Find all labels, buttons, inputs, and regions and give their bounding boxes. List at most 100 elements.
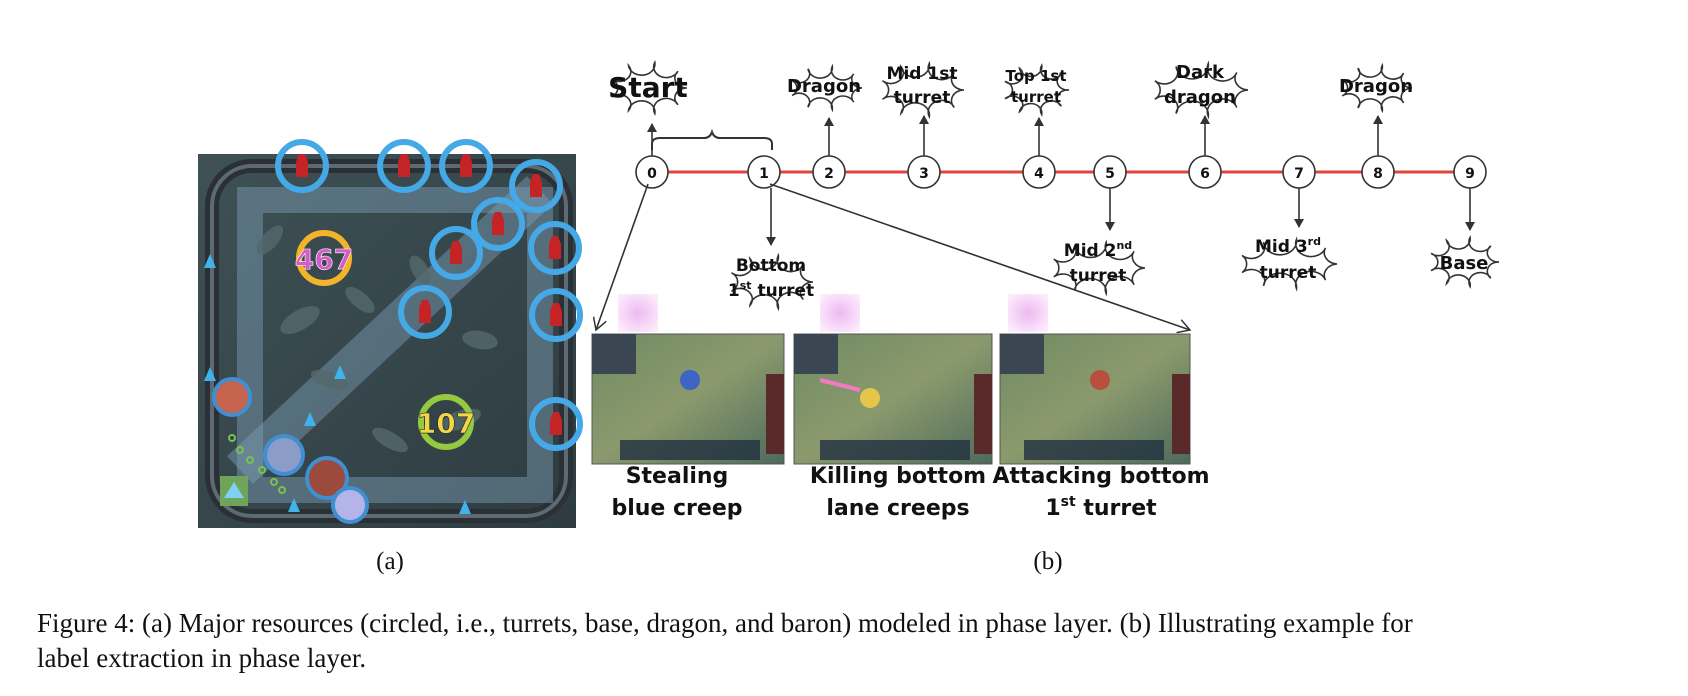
cloud-mid1-label-1: Mid 1st <box>887 64 958 84</box>
timer-circle-bottom <box>418 394 474 450</box>
turret-icon <box>450 241 462 264</box>
turret-icon <box>549 236 561 259</box>
minimap-ground <box>198 154 576 528</box>
cloud-mid1-label-2: turret <box>894 88 951 108</box>
cloud-labels: Start Dragon Mid 1st turret Top 1st turr… <box>608 62 1488 301</box>
event-cloud <box>791 63 863 113</box>
node-label: 2 <box>824 166 834 182</box>
timeline-node: 8 <box>1361 155 1395 189</box>
caption-line-1: Figure 4: (a) Major resources (circled, … <box>37 608 1413 638</box>
resource-circle <box>439 139 493 193</box>
shot1-label-2: blue creep <box>611 496 742 521</box>
cloud-bottom1-label-1: Bottom <box>736 256 806 276</box>
cloud-mid3-label-2: turret <box>1260 263 1317 283</box>
node-label: 4 <box>1034 166 1044 182</box>
node-label: 1 <box>759 166 769 182</box>
hero-avatar <box>212 377 252 417</box>
pink-marker <box>618 294 658 332</box>
turret-icon <box>492 212 504 235</box>
turret-icon <box>398 154 410 177</box>
resource-circle <box>275 139 329 193</box>
resource-circle <box>529 397 583 451</box>
panel-b-label: (b) <box>1033 548 1062 575</box>
shot3-label-1: Attacking bottom <box>992 464 1209 489</box>
event-clouds <box>610 59 1500 312</box>
event-cloud <box>1053 239 1146 297</box>
event-cloud <box>731 252 814 312</box>
resource-circle <box>471 197 525 251</box>
hero-avatar <box>305 456 349 500</box>
arrow-node1-to-shot3 <box>769 183 1190 330</box>
hero-path <box>228 434 286 494</box>
timeline-node: 3 <box>907 155 941 189</box>
cloud-mid2-label-2: turret <box>1070 266 1127 286</box>
resource-circle <box>429 226 483 280</box>
timeline-node: 5 <box>1093 155 1127 189</box>
node-label: 7 <box>1294 166 1304 182</box>
cloud-top1-label-2: turret <box>1011 88 1061 106</box>
cloud-start-label: Start <box>608 71 688 104</box>
turret-resource <box>429 226 483 280</box>
caption-line-2: label extraction in phase layer. <box>37 643 367 673</box>
shot3-label-2: 1st turret <box>1045 494 1157 521</box>
turret-resource <box>509 159 563 213</box>
timeline-node: 4 <box>1022 155 1056 189</box>
pink-marker <box>820 294 860 332</box>
timeline-node: 7 <box>1282 155 1316 189</box>
turret-icon <box>460 154 472 177</box>
figure-caption: Figure 4: (a) Major resources (circled, … <box>37 606 1677 676</box>
screenshot-killing-bottom-lane-creeps <box>793 333 993 465</box>
turret-resource <box>275 139 329 193</box>
cloud-mid2-label-1: Mid 2nd <box>1064 239 1132 261</box>
node-label: 5 <box>1105 166 1115 182</box>
hero-portraits <box>212 377 369 524</box>
shot1-label-1: Stealing <box>626 464 729 489</box>
mid-lane <box>227 176 553 484</box>
cloud-dark-label-1: Dark <box>1176 62 1225 83</box>
screenshot-labels: Stealing blue creep Killing bottom lane … <box>611 464 1209 521</box>
brace <box>651 128 773 150</box>
panel-a-label: (a) <box>376 548 404 575</box>
turret-resource <box>439 139 493 193</box>
event-cloud <box>1241 236 1338 292</box>
timeline-node: 6 <box>1188 155 1222 189</box>
arrow-node0-to-shot1 <box>596 183 649 330</box>
turret-resource <box>377 139 431 193</box>
event-cloud <box>1430 235 1500 289</box>
event-cloud <box>882 60 965 120</box>
resource-circles <box>275 139 583 451</box>
resource-circle <box>398 285 452 339</box>
turret-icon <box>550 303 562 326</box>
hero-avatar <box>263 434 305 476</box>
turret-icon <box>419 300 431 323</box>
screenshots: Stealing blue creep Killing bottom lane … <box>591 294 1210 521</box>
turret-icon <box>530 174 542 197</box>
timer-top: 467 <box>295 243 353 276</box>
hero-avatar <box>331 486 369 524</box>
screenshot-stealing-blue-creep <box>591 333 785 465</box>
timeline-node: 9 <box>1453 155 1487 189</box>
turret-resource <box>398 285 452 339</box>
node-label: 0 <box>647 166 657 182</box>
cloud-dark-label-2: dragon <box>1164 87 1236 108</box>
resource-circle <box>377 139 431 193</box>
shot2-label-1: Killing bottom <box>810 464 986 489</box>
timeline: 0 1 2 3 4 5 6 7 8 9 <box>610 59 1500 312</box>
node-label: 8 <box>1373 166 1383 182</box>
node-circle <box>747 155 781 189</box>
node-label: 6 <box>1200 166 1210 182</box>
timeline-nodes: 0 1 2 3 4 5 6 7 8 9 <box>635 155 1487 189</box>
cloud-base-label: Base <box>1440 253 1489 274</box>
timeline-arrows <box>647 115 1475 246</box>
event-cloud <box>610 59 688 117</box>
event-cloud <box>1341 62 1413 114</box>
timeline-node: 1 <box>747 155 781 189</box>
timer-circle-top <box>296 230 352 286</box>
minimap: 467 107 <box>198 139 583 528</box>
timeline-node: 2 <box>812 155 846 189</box>
cloud-dragon-label: Dragon <box>787 76 861 97</box>
timer-bottom: 107 <box>417 407 475 440</box>
event-cloud <box>1004 63 1070 117</box>
node-label: 3 <box>919 166 929 182</box>
cloud-top1-label-1: Top 1st <box>1005 67 1066 85</box>
